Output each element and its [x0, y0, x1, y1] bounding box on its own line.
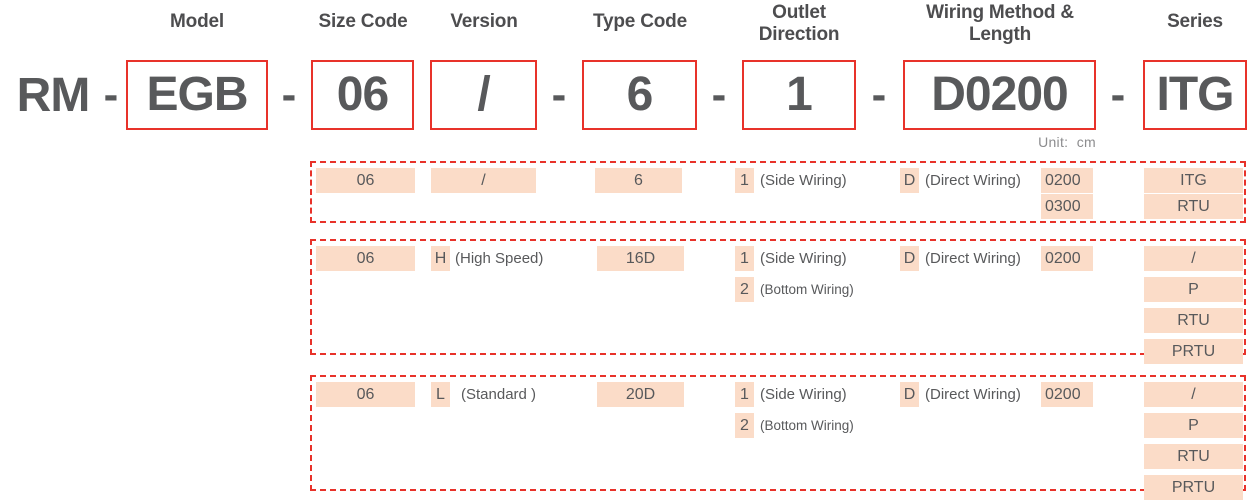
- block3-wiring-chip[interactable]: D: [900, 382, 919, 407]
- block3-length-chip-1[interactable]: 0200: [1041, 382, 1093, 407]
- header-label-wiring-line1: Wiring Method &: [926, 2, 1074, 23]
- code-prefix-rm-text: RM: [16, 68, 91, 122]
- header-label-type-code: Type Code: [578, 11, 702, 33]
- unit-note: Unit: cm: [1038, 134, 1096, 150]
- block3-type-code-chip[interactable]: 20D: [597, 382, 684, 407]
- block3-version-desc: (Standard ): [461, 386, 537, 403]
- header-label-version: Version: [424, 11, 544, 33]
- header-label-series: Series: [1143, 11, 1247, 33]
- option-block-1: 06 / 6 1 (Side Wiring) D (Direct Wiring)…: [310, 161, 1246, 223]
- block3-outlet-chip-2[interactable]: 2: [735, 413, 754, 438]
- header-label-outlet-line2: Direction: [758, 24, 840, 45]
- code-separator-5-text: -: [871, 70, 887, 119]
- block3-outlet-desc-2: (Bottom Wiring): [760, 418, 854, 433]
- code-box-series[interactable]: ITG: [1143, 60, 1247, 130]
- block1-outlet-desc-1: (Side Wiring): [760, 172, 847, 189]
- block3-outlet-chip-1[interactable]: 1: [735, 382, 754, 407]
- header-label-type-code-text: Type Code: [593, 11, 687, 32]
- code-separator-2: -: [278, 60, 300, 130]
- block3-series-chip-2[interactable]: P: [1144, 413, 1243, 438]
- code-separator-1: -: [100, 60, 122, 130]
- header-label-outlet-direction: Outlet Direction: [736, 2, 862, 46]
- code-box-model[interactable]: EGB: [126, 60, 268, 130]
- block1-length-chip-1[interactable]: 0200: [1041, 168, 1093, 193]
- block3-version-chip[interactable]: L: [431, 382, 450, 407]
- code-separator-4: -: [708, 60, 730, 130]
- code-box-wiring[interactable]: D0200: [903, 60, 1096, 130]
- block1-series-chip-2[interactable]: RTU: [1144, 194, 1243, 219]
- block3-series-chip-4[interactable]: PRTU: [1144, 475, 1243, 500]
- code-box-version[interactable]: /: [430, 60, 537, 130]
- block1-series-chip-1[interactable]: ITG: [1144, 168, 1243, 193]
- code-separator-2-text: -: [281, 70, 297, 119]
- code-box-model-value: EGB: [146, 68, 248, 121]
- code-separator-4-text: -: [711, 70, 727, 119]
- block2-series-chip-2[interactable]: P: [1144, 277, 1243, 302]
- code-box-outlet-direction[interactable]: 1: [742, 60, 856, 130]
- header-label-series-text: Series: [1167, 11, 1223, 32]
- code-separator-6-text: -: [1110, 70, 1126, 119]
- block2-version-desc: (High Speed): [455, 250, 544, 267]
- block3-series-chip-1[interactable]: /: [1144, 382, 1243, 407]
- block2-outlet-chip-1[interactable]: 1: [735, 246, 754, 271]
- block2-wiring-desc: (Direct Wiring): [925, 250, 1021, 267]
- code-prefix-rm: RM: [2, 60, 104, 130]
- block2-type-code-chip[interactable]: 16D: [597, 246, 684, 271]
- block2-outlet-desc-1: (Side Wiring): [760, 250, 847, 267]
- block2-size-code-chip[interactable]: 06: [316, 246, 415, 271]
- block2-series-chip-3[interactable]: RTU: [1144, 308, 1243, 333]
- block1-size-code-chip[interactable]: 06: [316, 168, 415, 193]
- code-box-outlet-direction-value: 1: [786, 68, 813, 121]
- block2-version-chip[interactable]: H: [431, 246, 450, 271]
- option-block-3: 06 L (Standard ) 20D 1 (Side Wiring) 2 (…: [310, 375, 1246, 500]
- ordering-code-line: RM - EGB - 06 / - 6 - 1 - D0200 - ITG: [0, 60, 1252, 132]
- header-label-wiring-line2: Length: [968, 24, 1032, 45]
- block1-outlet-chip-1[interactable]: 1: [735, 168, 754, 193]
- block3-size-code-chip[interactable]: 06: [316, 382, 415, 407]
- code-box-size-code-value: 06: [336, 68, 389, 121]
- header-label-model: Model: [126, 11, 268, 33]
- header-label-size-code: Size Code: [302, 11, 424, 33]
- code-box-type-code[interactable]: 6: [582, 60, 697, 130]
- block1-wiring-chip[interactable]: D: [900, 168, 919, 193]
- block3-outlet-desc-1: (Side Wiring): [760, 386, 847, 403]
- block2-series-chip-4[interactable]: PRTU: [1144, 339, 1243, 364]
- block1-type-code-chip[interactable]: 6: [595, 168, 682, 193]
- header-label-wiring: Wiring Method & Length: [900, 2, 1100, 46]
- block1-length-chip-2[interactable]: 0300: [1041, 194, 1093, 219]
- code-separator-3-text: -: [551, 70, 567, 119]
- option-block-2: 06 H (High Speed) 16D 1 (Side Wiring) 2 …: [310, 239, 1246, 364]
- code-separator-5: -: [868, 60, 890, 130]
- block3-series-chip-3[interactable]: RTU: [1144, 444, 1243, 469]
- block2-outlet-chip-2[interactable]: 2: [735, 277, 754, 302]
- block2-outlet-desc-2: (Bottom Wiring): [760, 282, 854, 297]
- block2-series-chip-1[interactable]: /: [1144, 246, 1243, 271]
- code-box-series-value: ITG: [1156, 68, 1235, 121]
- header-label-version-text: Version: [450, 11, 518, 32]
- header-label-outlet-line1: Outlet: [772, 2, 826, 23]
- block2-length-chip-1[interactable]: 0200: [1041, 246, 1093, 271]
- block2-wiring-chip[interactable]: D: [900, 246, 919, 271]
- block1-version-chip[interactable]: /: [431, 168, 536, 193]
- code-separator-3: -: [548, 60, 570, 130]
- code-box-size-code[interactable]: 06: [311, 60, 414, 130]
- block3-wiring-desc: (Direct Wiring): [925, 386, 1021, 403]
- code-separator-1-text: -: [103, 70, 119, 119]
- code-box-version-value: /: [477, 68, 490, 121]
- block1-wiring-desc: (Direct Wiring): [925, 172, 1021, 189]
- code-separator-6: -: [1107, 60, 1129, 130]
- header-label-size-code-text: Size Code: [318, 11, 408, 32]
- code-box-wiring-value: D0200: [931, 68, 1068, 121]
- header-label-model-text: Model: [170, 11, 224, 32]
- code-box-type-code-value: 6: [626, 68, 654, 121]
